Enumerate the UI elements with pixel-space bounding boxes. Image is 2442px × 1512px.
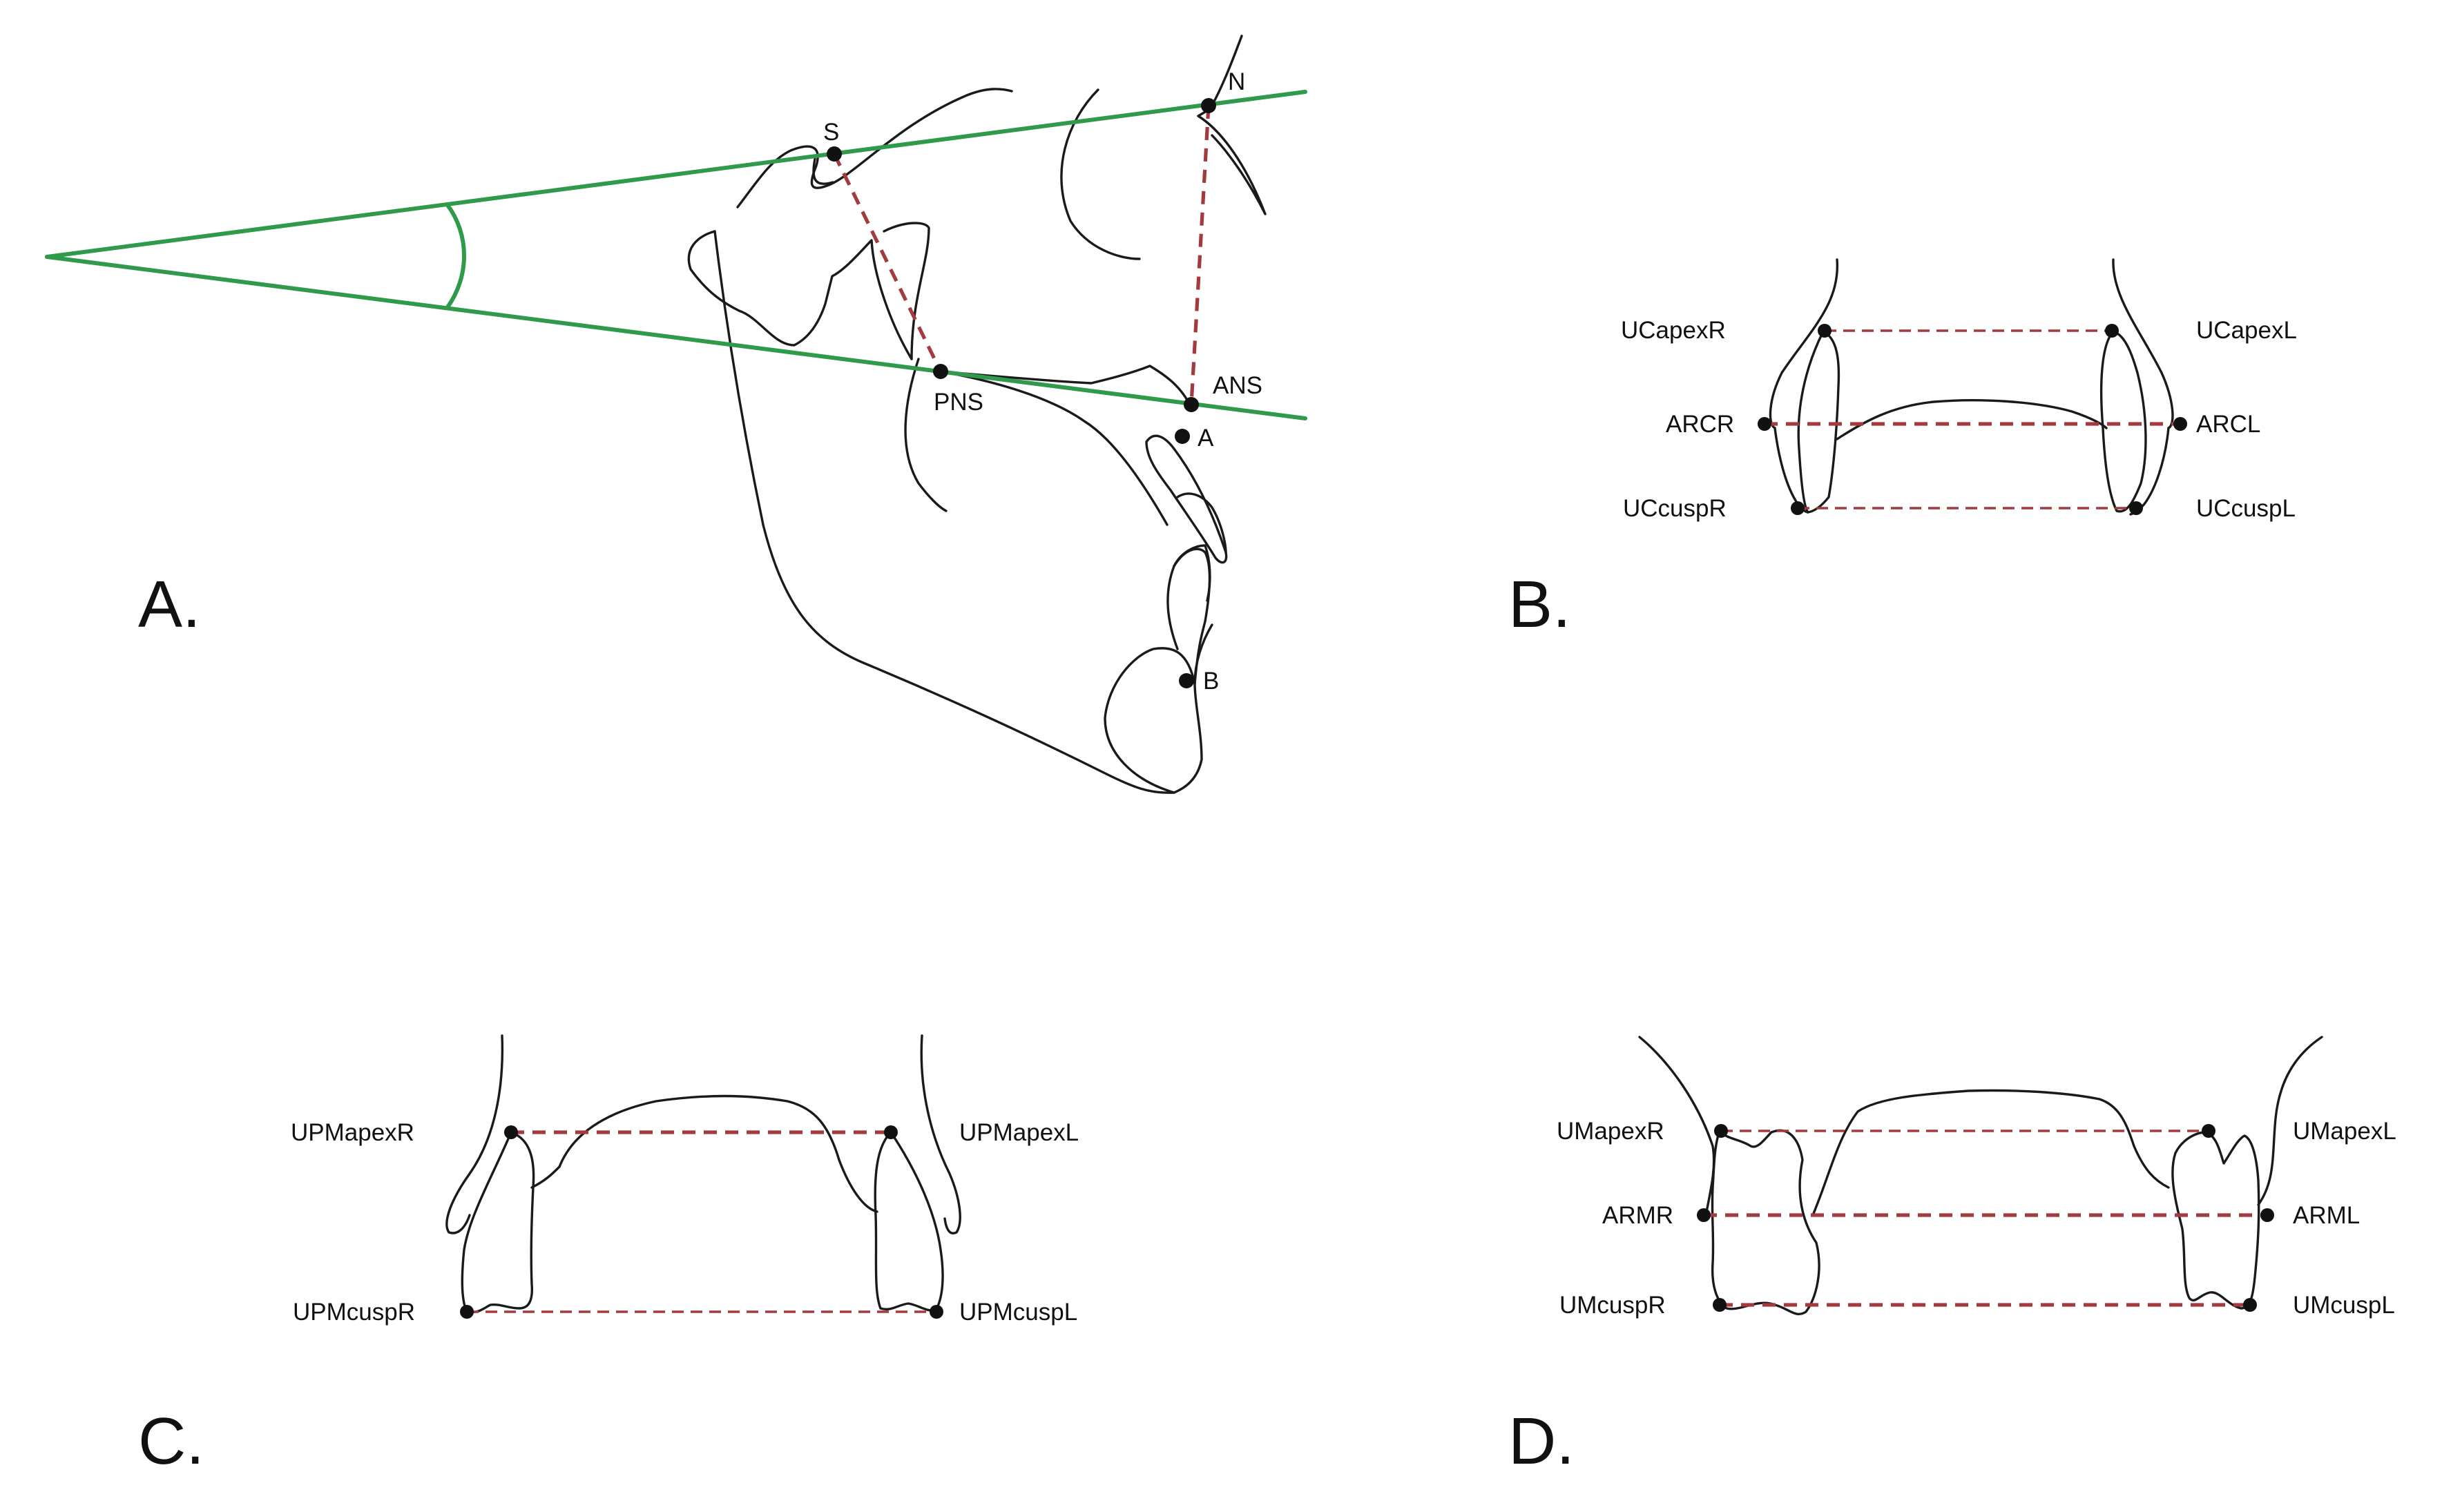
left-canine-root-outer (2112, 258, 2174, 429)
landmark-umcuspr (1713, 1298, 1727, 1312)
landmark-upmapexr (504, 1125, 518, 1139)
panel-label-d: D. (1508, 1404, 1575, 1478)
label-upmapexl: UPMapexL (959, 1119, 1079, 1146)
sn-line (45, 90, 1307, 259)
lower-incisor (1166, 547, 1211, 685)
panel-c: UPMapexR UPMapexL UPMcuspR UPMcuspL C. (138, 1034, 1079, 1478)
palatal-vault-c (558, 1094, 878, 1213)
landmark-n (1201, 98, 1216, 113)
label-upmapexr: UPMapexR (291, 1119, 414, 1146)
pterygoid-contour (687, 230, 913, 360)
pterygoid-lower (904, 358, 948, 512)
label-upmcuspl: UPMcuspL (959, 1299, 1077, 1326)
landmark-umcuspl (2243, 1298, 2257, 1312)
label-arcl: ARCL (2196, 411, 2260, 438)
left-molar-tooth (2171, 1131, 2260, 1310)
label-arcr: ARCR (1666, 411, 1734, 438)
right-canine-tooth (1797, 330, 1840, 514)
left-canine-tooth (2099, 330, 2147, 513)
landmark-uccuspr (1791, 501, 1805, 515)
nasal-bone-contour (1197, 35, 1267, 215)
left-premolar-root-outer (920, 1034, 961, 1234)
left-premolar-tooth (874, 1131, 944, 1312)
landmark-a (1175, 429, 1190, 444)
label-ucapexr: UCapexR (1621, 317, 1726, 344)
lower-incisor-crown (1173, 544, 1211, 602)
landmark-upmcuspr (460, 1305, 474, 1319)
landmark-pns (933, 364, 948, 379)
landmark-umapexl (2202, 1124, 2215, 1138)
s-to-pns-line (832, 153, 943, 373)
maxilla-contour (939, 365, 1193, 409)
label-umapexl: UMapexL (2293, 1118, 2396, 1145)
label-uccuspl: UCcuspL (2196, 495, 2296, 522)
angle-arc (445, 203, 466, 309)
label-arml: ARML (2293, 1202, 2360, 1229)
label-upmcuspr: UPMcuspR (293, 1299, 415, 1326)
right-premolar-tooth (461, 1131, 535, 1314)
label-umcuspl: UMcuspL (2293, 1292, 2395, 1319)
label-pns: PNS (934, 389, 983, 416)
panel-label-b: B. (1508, 568, 1571, 641)
palatal-plane-line (45, 255, 1307, 420)
pterygoid-plate (883, 222, 930, 360)
label-uccuspr: UCcuspR (1623, 495, 1727, 522)
landmark-upmcuspl (930, 1305, 943, 1319)
landmark-arcr (1758, 417, 1771, 431)
upper-incisor (1145, 434, 1228, 564)
right-molar-tooth (1711, 1129, 1820, 1316)
landmark-umapexr (1714, 1124, 1728, 1138)
panel-label-c: C. (138, 1404, 204, 1478)
panel-a: S N PNS ANS A B A. (45, 35, 1307, 794)
label-armr: ARMR (1602, 1202, 1673, 1229)
palatal-vault-c-right (530, 1165, 561, 1189)
panel-label-a: A. (138, 568, 201, 641)
landmark-b (1179, 673, 1194, 688)
landmark-uccuspl (2129, 501, 2143, 515)
panel-b: UCapexR UCapexL ARCR ARCL UCcuspR UCcusp… (1508, 258, 2297, 641)
label-umcuspr: UMcuspR (1559, 1292, 1666, 1319)
label-umapexr: UMapexR (1557, 1118, 1664, 1145)
symphysis-contour (1104, 647, 1196, 794)
left-alveolar-outer (2257, 1036, 2323, 1206)
right-premolar-root-outer (445, 1034, 504, 1234)
landmark-ucapexl (2105, 324, 2119, 338)
landmark-arcl (2173, 417, 2187, 431)
landmark-ucapexr (1818, 324, 1832, 338)
label-a: A (1198, 425, 1214, 452)
n-to-ans-line (1189, 105, 1211, 405)
right-canine-root-outer (1769, 258, 1839, 429)
label-n: N (1228, 68, 1245, 95)
palatal-vault-b (1836, 398, 2108, 440)
label-b: B (1203, 668, 1219, 695)
mandible-contour (713, 230, 1213, 794)
sella-contour (736, 88, 1013, 209)
label-s: S (823, 119, 839, 146)
upper-incisor-crown (1176, 492, 1227, 554)
palate-lower-contour (939, 370, 1169, 526)
sella-floor (812, 157, 834, 185)
label-ans: ANS (1213, 372, 1262, 399)
palatal-vault-d (1811, 1089, 2170, 1217)
landmark-arml (2260, 1208, 2274, 1222)
label-ucapexl: UCapexL (2196, 317, 2297, 344)
landmark-s (827, 146, 842, 162)
landmark-armr (1697, 1208, 1711, 1222)
landmark-ans (1184, 397, 1199, 412)
landmark-upmapexl (884, 1125, 898, 1139)
right-canine-outer (1773, 427, 1809, 514)
panel-d: UMapexR UMapexL ARMR ARML UMcuspR UMcusp… (1508, 1036, 2396, 1478)
right-alveolar-outer (1638, 1036, 1715, 1217)
